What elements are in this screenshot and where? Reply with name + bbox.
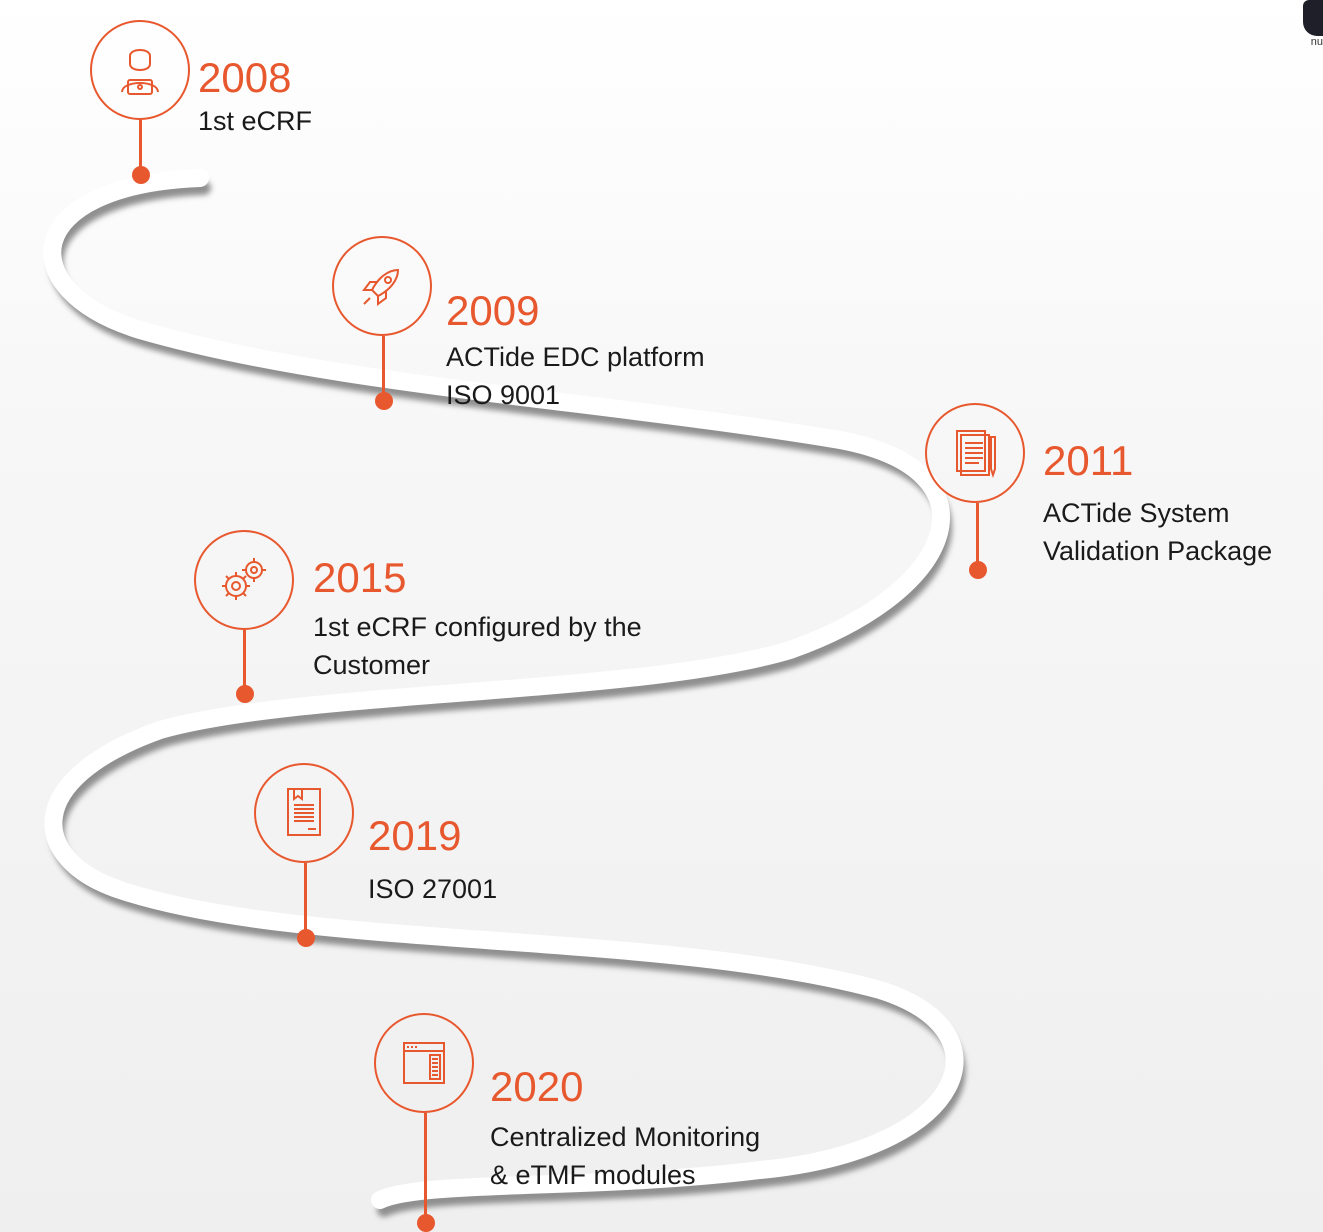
milestone-description-line: ISO 9001 bbox=[446, 380, 561, 410]
milestone-year: 2008 bbox=[198, 54, 292, 101]
milestone-description-line: 1st eCRF bbox=[198, 106, 313, 136]
milestone-description-line: 1st eCRF configured by the bbox=[313, 612, 642, 642]
timeline-stem bbox=[243, 630, 246, 688]
gears-icon bbox=[194, 530, 294, 630]
timeline-stem bbox=[139, 120, 142, 176]
timeline-dot bbox=[417, 1214, 435, 1232]
brand-logo-icon bbox=[1303, 0, 1323, 36]
milestone-year: 2015 bbox=[313, 554, 407, 601]
timeline-stem bbox=[382, 336, 385, 394]
milestone-description-line: ACTide EDC platform bbox=[446, 342, 705, 372]
milestone-description-line: Centralized Monitoring bbox=[490, 1122, 761, 1152]
timeline-stem bbox=[424, 1113, 427, 1221]
timeline-dot bbox=[375, 392, 393, 410]
milestone-year: 2020 bbox=[490, 1063, 584, 1110]
timeline-dot bbox=[297, 929, 315, 947]
person-laptop-icon bbox=[90, 20, 190, 120]
milestone-description-line: ISO 27001 bbox=[368, 874, 498, 904]
milestone-year: 2011 bbox=[1043, 437, 1134, 484]
browser-window-icon bbox=[374, 1013, 474, 1113]
milestone-description-line: & eTMF modules bbox=[490, 1160, 696, 1190]
timeline-dot bbox=[969, 561, 987, 579]
rocket-icon bbox=[332, 236, 432, 336]
brand-logo-text: nu bbox=[1310, 36, 1323, 48]
milestone-year: 2009 bbox=[446, 287, 540, 334]
bookmarked-document-icon bbox=[254, 763, 354, 863]
milestone-description-line: Customer bbox=[313, 650, 431, 680]
timeline-dot bbox=[132, 166, 150, 184]
milestone-year: 2019 bbox=[368, 812, 462, 859]
timeline-dot bbox=[236, 685, 254, 703]
milestone-description-line: ACTide System bbox=[1043, 498, 1230, 528]
timeline-stem bbox=[976, 503, 979, 565]
milestone-description-line: Validation Package bbox=[1043, 536, 1273, 566]
document-pen-icon bbox=[925, 403, 1025, 503]
timeline-stem bbox=[304, 863, 307, 931]
